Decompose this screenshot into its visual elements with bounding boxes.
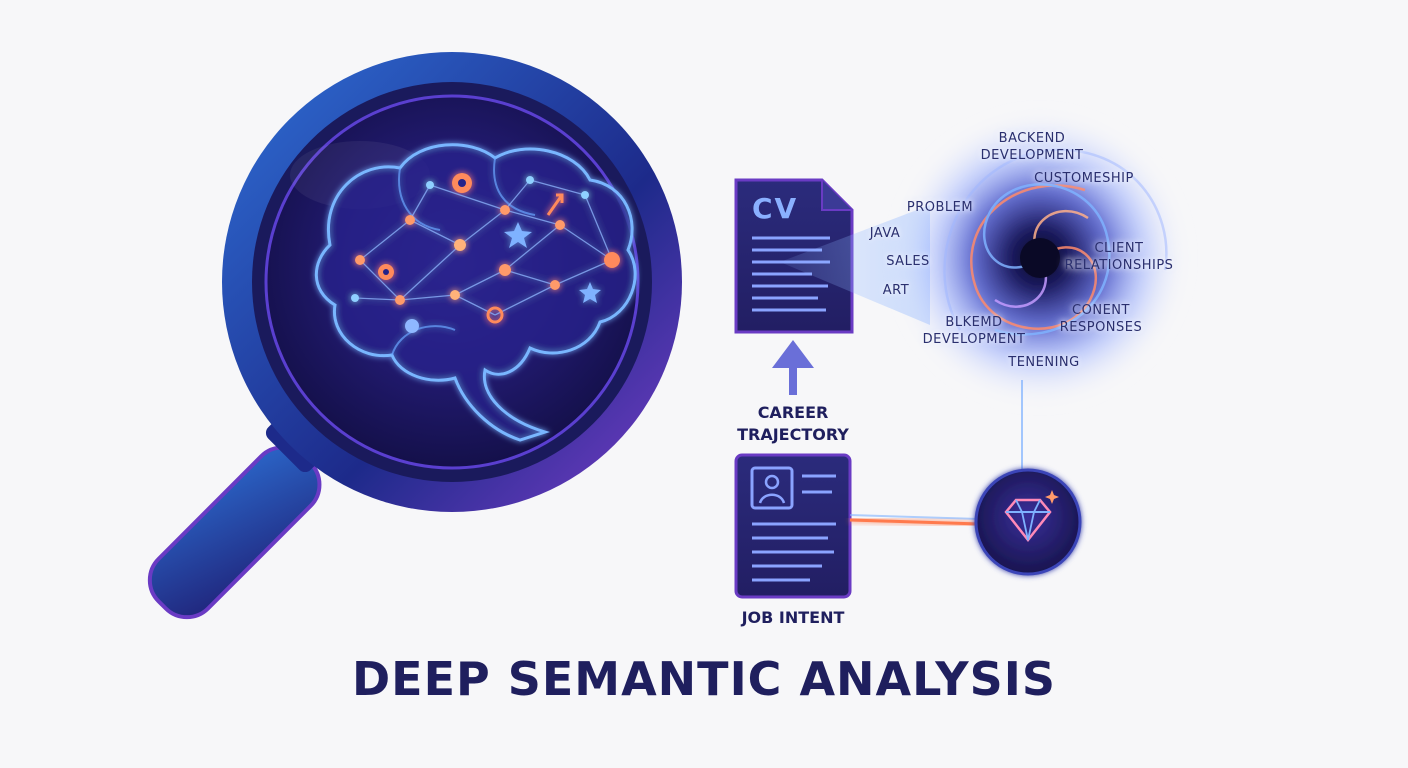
keyword-line: CLIENT bbox=[1094, 241, 1144, 256]
career-trajectory-label: CAREER TRAJECTORY bbox=[720, 402, 866, 446]
career-trajectory-line-1: CAREER bbox=[757, 403, 829, 422]
keyword-tenening: TENENING bbox=[1008, 355, 1080, 370]
keyword-problem: PROBLEM bbox=[906, 200, 974, 215]
career-trajectory-line-2: TRAJECTORY bbox=[737, 425, 849, 444]
keyword-conent-responses: CONENT RESPONSES bbox=[1046, 302, 1156, 336]
star-icon bbox=[579, 282, 601, 303]
brain-network-icon bbox=[314, 143, 637, 442]
arrow-up-icon bbox=[772, 340, 814, 395]
keyword-line: RELATIONSHIPS bbox=[1064, 258, 1174, 273]
keyword-blkemd-development: BLKEMD DEVELOPMENT bbox=[912, 314, 1036, 348]
keyword-line: CONENT bbox=[1072, 303, 1130, 318]
keyword-sales: SALES bbox=[886, 254, 930, 269]
keyword-line: DEVELOPMENT bbox=[922, 332, 1026, 347]
diamond-icon bbox=[974, 468, 1082, 576]
cv-document bbox=[734, 178, 854, 334]
keyword-line: BLKEMD bbox=[945, 315, 1003, 330]
keyword-client-relationships: CLIENT RELATIONSHIPS bbox=[1054, 240, 1184, 274]
network-nodes bbox=[351, 176, 620, 324]
brain-fold-2 bbox=[493, 157, 536, 216]
brain-outline bbox=[314, 143, 637, 442]
profile-to-gem-line-blue bbox=[849, 514, 981, 520]
keyword-line: RESPONSES bbox=[1059, 320, 1143, 335]
keyword-line: DEVELOPMENT bbox=[980, 148, 1084, 163]
cv-label: CV bbox=[752, 192, 799, 225]
brain-fold-1 bbox=[398, 167, 441, 231]
keyword-line: BACKEND bbox=[998, 131, 1066, 146]
arrow-icon bbox=[546, 193, 564, 216]
semantic-vortex bbox=[890, 108, 1190, 408]
keyword-java: JAVA bbox=[869, 226, 901, 241]
job-intent-label: JOB INTENT bbox=[741, 608, 845, 627]
network-links bbox=[354, 179, 613, 316]
star-icon bbox=[504, 222, 532, 248]
profile-to-gem-line bbox=[849, 518, 981, 526]
keyword-art: ART bbox=[882, 283, 910, 298]
profile-document-icon bbox=[734, 453, 852, 599]
gear-icon bbox=[378, 173, 472, 333]
page-title: DEEP SEMANTIC ANALYSIS bbox=[352, 652, 1056, 706]
keyword-customeship: CUSTOMESHIP bbox=[1034, 171, 1134, 186]
keyword-backend-development: BACKEND DEVELOPMENT bbox=[962, 130, 1102, 164]
